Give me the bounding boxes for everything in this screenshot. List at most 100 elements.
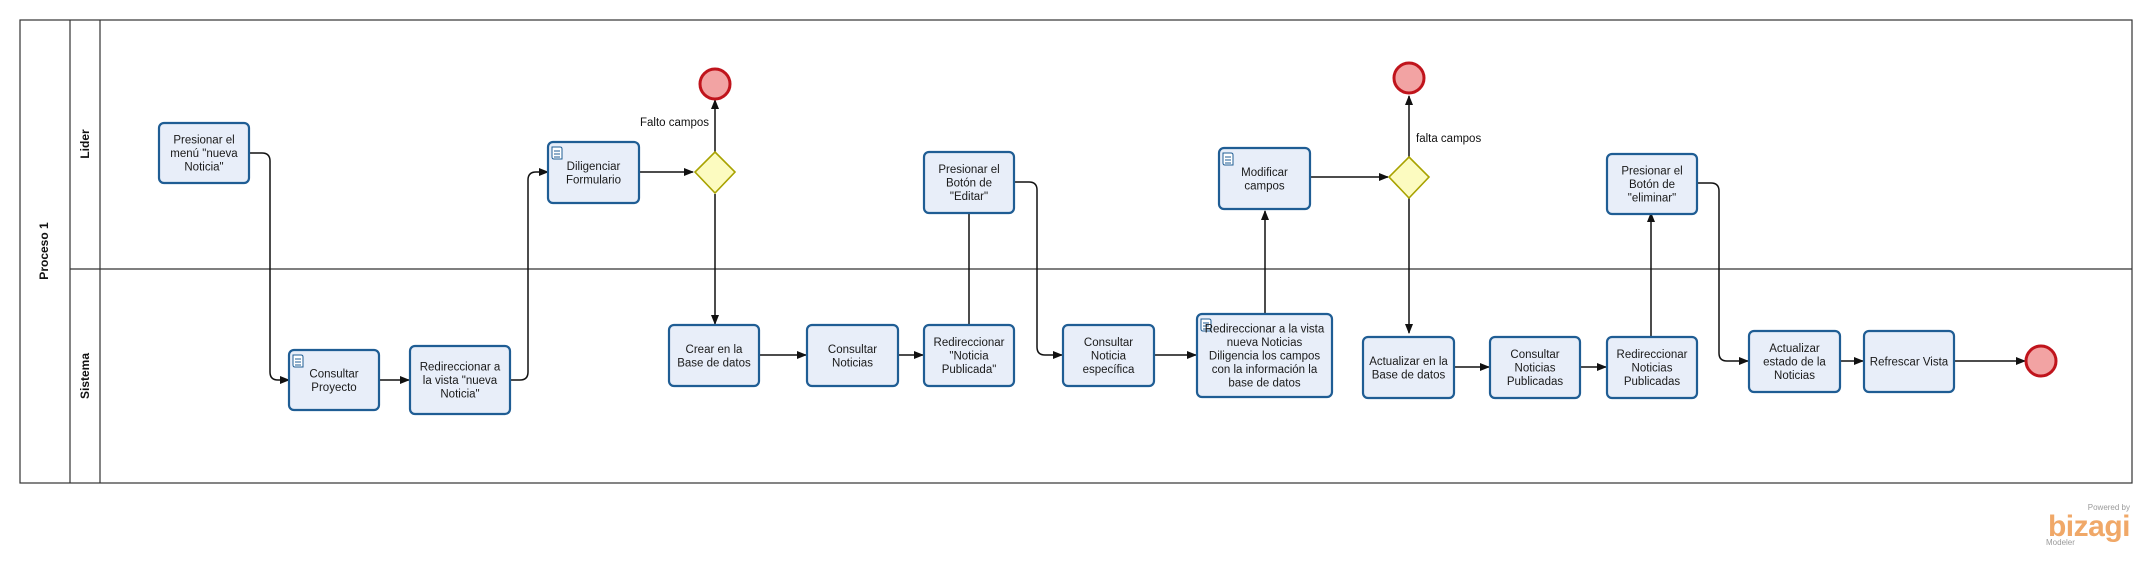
end-event-2[interactable] — [1392, 61, 1426, 95]
task-box[interactable] — [157, 121, 251, 185]
flow-t1-t2 — [249, 152, 290, 384]
pool-title: Proceso 1 — [37, 222, 51, 280]
task-label-line: Actualizar en la — [1369, 356, 1448, 368]
task-label-line: Formulario — [566, 174, 621, 186]
task-label-line: Presionar el — [173, 135, 234, 147]
task-label-line: estado de la — [1763, 357, 1826, 369]
lane-label-sistema: Sistema — [78, 353, 92, 399]
task-box[interactable] — [1361, 335, 1456, 400]
task-label-line: Modificar — [1241, 167, 1288, 179]
task-label-line: "Noticia — [949, 351, 989, 363]
task-label-line: Noticia — [1091, 351, 1127, 363]
task-box[interactable] — [1605, 335, 1699, 400]
task-box[interactable] — [287, 348, 381, 412]
script-task-icon — [551, 146, 563, 160]
lane-label-lider: Lider — [78, 129, 92, 159]
task-label-line: Presionar el — [938, 164, 999, 176]
task-box[interactable] — [922, 150, 1016, 215]
flow-t3-t4 — [511, 168, 549, 381]
task-label-line: Proyecto — [311, 382, 356, 394]
pool-border — [19, 19, 2133, 484]
pool: Proceso 1 Lider Sistema — [19, 19, 2133, 484]
task-label-line: Redireccionar a — [420, 362, 501, 374]
gateway-falto-campos[interactable] — [693, 150, 737, 195]
task-label-line: Crear en la — [686, 344, 743, 356]
task-box[interactable] — [922, 323, 1016, 388]
task-label-line: Publicadas — [1507, 376, 1564, 388]
task-label-line: Base de datos — [677, 357, 751, 369]
bizagi-logo: bizagi — [2048, 510, 2130, 543]
task-presionar-boton-editar[interactable]: Presionar el Botón de"Editar" — [922, 150, 1016, 215]
sequence-flows — [249, 95, 2026, 384]
task-label-line: Botón de — [946, 178, 992, 190]
task-label-line: Noticias — [1632, 363, 1673, 375]
task-label-line: nueva Noticias — [1227, 337, 1303, 349]
task-label-line: Consultar — [309, 368, 358, 380]
gateway-falta-campos[interactable] — [1387, 155, 1431, 200]
task-label-line: Noticia" — [440, 389, 479, 401]
task-label-line: Noticias — [1515, 363, 1556, 375]
task-label-line: Base de datos — [1372, 369, 1446, 381]
task-label-line: Refrescar Vista — [1870, 357, 1949, 369]
task-label-line: Botón de — [1629, 179, 1675, 191]
task-box[interactable] — [1217, 146, 1312, 211]
task-label-line: Redireccionar — [1617, 349, 1688, 361]
task-label-line: Actualizar — [1769, 343, 1820, 355]
task-box[interactable] — [546, 140, 641, 205]
task-label-line: Consultar — [828, 344, 877, 356]
task-label-line: Publicadas — [1624, 376, 1681, 388]
task-label-line: Consultar — [1084, 337, 1133, 349]
task-box[interactable] — [667, 323, 761, 388]
task-box[interactable] — [1605, 152, 1699, 216]
task-box[interactable] — [408, 344, 512, 416]
task-label-line: con la información la — [1212, 364, 1318, 376]
task-label-line: "Editar" — [950, 191, 988, 203]
task-label-line: específica — [1083, 364, 1135, 376]
script-task-icon — [292, 354, 304, 368]
task-label-line: Redireccionar — [934, 337, 1005, 349]
task-label-line: Consultar — [1510, 349, 1559, 361]
task-label-line: Diligenciar — [567, 161, 621, 173]
gateway-label-falta-campos: falta campos — [1416, 133, 1481, 145]
task-box[interactable] — [1195, 312, 1334, 399]
task-box[interactable] — [1862, 329, 1956, 394]
task-refrescar-vista[interactable]: Refrescar Vista — [1862, 329, 1956, 394]
task-label-line: menú "nueva — [170, 148, 238, 160]
task-label-line: Publicada" — [942, 364, 997, 376]
task-label-line: "eliminar" — [1628, 193, 1676, 205]
task-box[interactable] — [805, 323, 900, 388]
branding-powered-by: Powered by — [2088, 503, 2130, 512]
task-box[interactable] — [1061, 323, 1156, 388]
script-task-icon — [1200, 318, 1212, 332]
task-box[interactable] — [1747, 329, 1842, 394]
task-label-line: Noticias — [1774, 370, 1815, 382]
task-label-line: base de datos — [1228, 378, 1301, 390]
task-label-line: Noticia" — [184, 162, 223, 174]
task-label-line: la vista "nueva — [423, 375, 498, 387]
bizagi-branding: Powered by bizagi Modeler — [2046, 503, 2131, 547]
gateway-label-falto-campos: Falto campos — [640, 117, 709, 129]
task-label-line: Diligencia los campos — [1209, 351, 1320, 363]
end-event-1[interactable] — [698, 67, 732, 101]
end-event-3[interactable] — [2024, 344, 2058, 378]
task-label-line: Noticias — [832, 357, 873, 369]
task-box[interactable] — [1488, 335, 1582, 400]
task-label-line: Presionar el — [1621, 166, 1682, 178]
flow-t15-t16 — [1697, 182, 1749, 365]
